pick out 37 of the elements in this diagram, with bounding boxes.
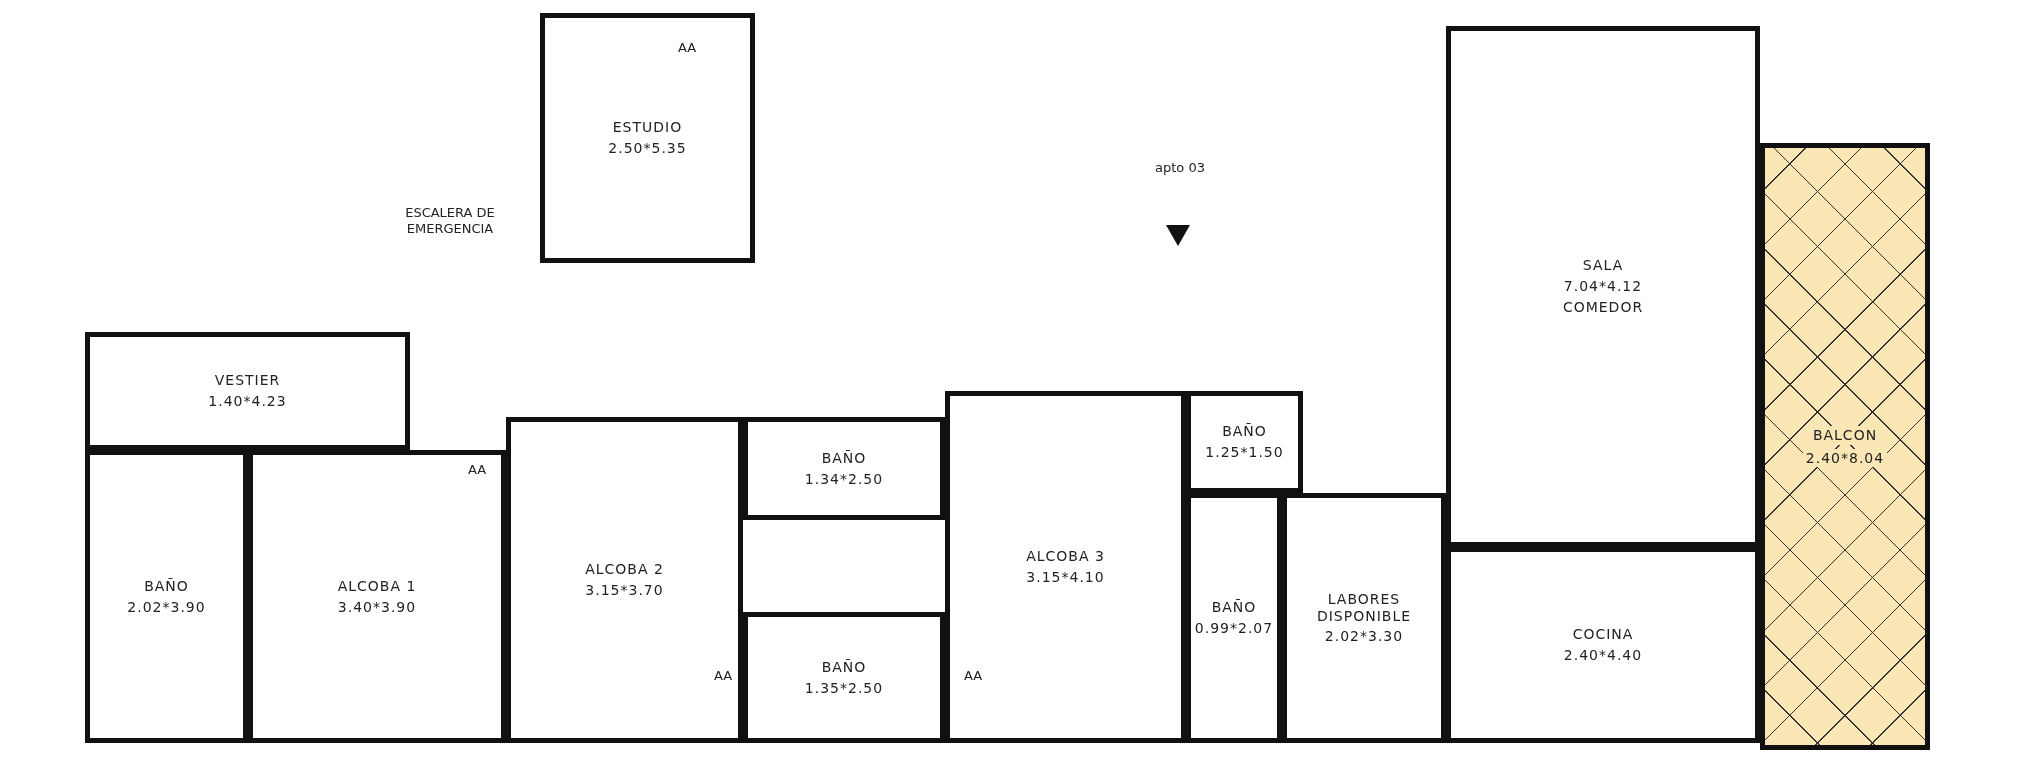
room-name: ESTUDIO xyxy=(612,119,683,136)
room xyxy=(85,332,410,450)
room-dimensions: 7.04*4.12 xyxy=(1563,278,1643,295)
room-name: ALCOBA 2 xyxy=(585,561,664,578)
room xyxy=(540,13,755,263)
room-name: COCINA xyxy=(1572,626,1634,643)
room-dimensions: 2.02*3.90 xyxy=(127,598,206,616)
stair-label: ESCALERA DE EMERGENCIA xyxy=(404,205,496,237)
room-dimensions: 3.15*4.10 xyxy=(1026,569,1105,586)
room-dimensions: 0.99*2.07 xyxy=(1194,620,1274,637)
section-mark: AA xyxy=(712,668,734,684)
room-name: VESTIER xyxy=(214,372,281,389)
unit-label: apto 03 xyxy=(1154,160,1206,176)
room-dimensions: 1.35*2.50 xyxy=(804,679,884,697)
room-name: BAÑO xyxy=(1222,423,1267,440)
room-dimensions: 1.40*4.23 xyxy=(208,393,287,410)
room-name: ALCOBA 3 xyxy=(1026,548,1105,565)
room-dimensions: 1.25*1.50 xyxy=(1205,444,1284,461)
section-mark: AA xyxy=(466,462,488,478)
room-dimensions: 1.34*2.50 xyxy=(804,470,884,488)
room-dimensions: 2.02*3.30 xyxy=(1324,628,1404,646)
room-dimensions: 2.40*4.40 xyxy=(1563,647,1643,664)
room-dimensions: 3.15*3.70 xyxy=(585,582,664,599)
room-dimensions: 2.50*5.35 xyxy=(608,140,687,157)
room-name: ALCOBA 1 xyxy=(337,577,417,595)
room-name: LABORES DISPONIBLE xyxy=(1315,590,1413,625)
room-name: SALA xyxy=(1582,257,1624,275)
room-name: BAÑO xyxy=(821,449,867,467)
room-name: COMEDOR xyxy=(1562,298,1644,316)
room-name: BAÑO xyxy=(821,658,867,676)
room xyxy=(1760,143,1930,750)
section-mark: AA xyxy=(962,668,984,684)
room-dimensions: 2.40*8.04 xyxy=(1802,448,1888,468)
room-name: BAÑO xyxy=(144,577,189,595)
room-name: BAÑO xyxy=(1211,599,1257,616)
room-dimensions: 3.40*3.90 xyxy=(337,598,417,616)
section-mark: AA xyxy=(676,40,698,56)
